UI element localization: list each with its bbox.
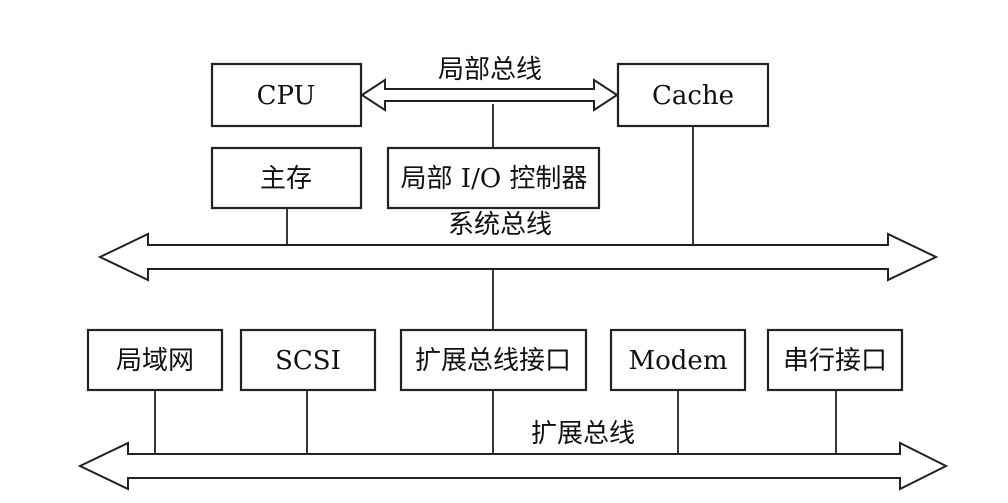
system-bus-arrow xyxy=(97,232,939,282)
local-bus-label: 局部总线 xyxy=(438,55,542,85)
scsi-node: SCSI xyxy=(239,328,377,392)
expansion-bus-label: 扩展总线 xyxy=(531,419,635,449)
cache-label: Cache xyxy=(652,81,734,111)
local-io-controller-node: 局部 I/O 控制器 xyxy=(386,146,601,210)
lan-node: 局域网 xyxy=(86,328,224,392)
expansion-bus-interface-node: 扩展总线接口 xyxy=(399,328,588,392)
main-memory-label: 主存 xyxy=(260,164,312,194)
system-bus-label: 系统总线 xyxy=(448,210,552,240)
scsi-label: SCSI xyxy=(275,346,341,376)
local-io-controller-label: 局部 I/O 控制器 xyxy=(401,164,588,194)
expansion-bus-arrow xyxy=(77,441,949,491)
modem-label: Modem xyxy=(629,346,728,376)
cpu-label: CPU xyxy=(257,81,316,111)
cache-node: Cache xyxy=(616,62,770,128)
modem-node: Modem xyxy=(609,328,747,392)
cpu-node: CPU xyxy=(210,62,363,128)
serial-interface-label: 串行接口 xyxy=(783,346,887,376)
serial-interface-node: 串行接口 xyxy=(766,328,904,392)
main-memory-node: 主存 xyxy=(210,146,363,210)
expansion-bus-interface-label: 扩展总线接口 xyxy=(415,346,571,376)
lan-label: 局域网 xyxy=(116,346,194,376)
